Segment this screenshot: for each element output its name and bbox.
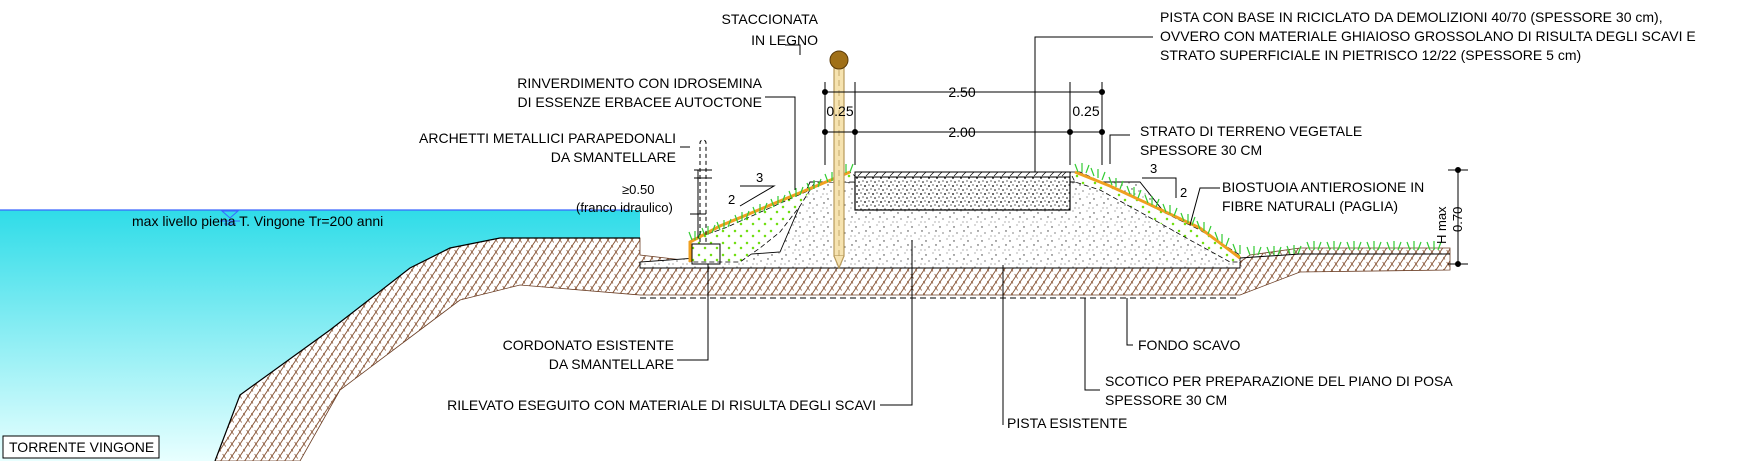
pista-base-layer — [854, 175, 1071, 211]
riverbank-edge — [214, 237, 640, 461]
label-franco-text: (franco idraulico) — [576, 200, 673, 215]
grass-right — [1074, 163, 1241, 254]
water-level-symbol — [220, 210, 240, 225]
slope-right-rise: 2 — [1180, 185, 1187, 200]
dim-edge-left: 0.25 — [826, 103, 853, 119]
label-max-livello: max livello piena T. Vingone Tr=200 anni — [132, 213, 383, 229]
dim-width-pista: 2.00 — [948, 124, 975, 140]
cordonato-box — [691, 243, 721, 265]
archetti-metallici — [694, 139, 712, 242]
slope-right-run: 3 — [1150, 161, 1157, 176]
label-archetti-2: DA SMANTELLARE — [551, 149, 676, 165]
torrente-box — [2, 435, 160, 459]
water-body — [0, 210, 640, 461]
label-pista-base-1: PISTA CON BASE IN RICICLATO DA DEMOLIZIO… — [1160, 9, 1663, 25]
slope-left-run: 3 — [756, 170, 763, 185]
label-cordonato-1: CORDONATO ESISTENTE — [503, 337, 674, 353]
pista-surface-layer — [854, 171, 1071, 178]
label-pista-esistente: PISTA ESISTENTE — [1007, 415, 1127, 431]
label-pista-base-2: OVVERO CON MATERIALE GHIAIOSO GROSSOLANO… — [1160, 28, 1696, 44]
label-archetti-1: ARCHETTI METALLICI PARAPEDONALI — [419, 130, 676, 146]
label-terreno-vegetale-1: STRATO DI TERRENO VEGETALE — [1140, 123, 1362, 139]
label-franco-value: ≥0.50 — [622, 182, 654, 197]
label-biostuoia-1: BIOSTUOIA ANTIEROSIONE IN — [1222, 179, 1424, 195]
label-rinverdimento-1: RINVERDIMENTO CON IDROSEMINA — [517, 75, 762, 91]
left-biostuoia — [688, 170, 851, 262]
dim-height-value: 0.70 — [1450, 207, 1465, 232]
label-scotico-1: SCOTICO PER PREPARAZIONE DEL PIANO DI PO… — [1105, 373, 1453, 389]
slope-symbols — [739, 177, 1177, 207]
grass-ground-right — [1246, 241, 1442, 256]
label-terreno-vegetale-2: SPESSORE 30 CM — [1140, 142, 1262, 158]
label-pista-base-3: STRATO SUPERFICIALE IN PIETRISCO 12/22 (… — [1160, 47, 1581, 63]
label-staccionata-2: IN LEGNO — [751, 32, 818, 48]
label-biostuoia-2: FIBRE NATURALI (PAGLIA) — [1222, 198, 1398, 214]
pista-surface-hatch — [857, 171, 1067, 177]
embankment-fill — [639, 181, 1241, 269]
dimension-lines — [690, 82, 1468, 267]
leader-lines — [677, 36, 1220, 425]
label-staccionata-1: STACCIONATA — [722, 11, 819, 27]
dim-edge-right: 0.25 — [1072, 103, 1099, 119]
fence-post — [829, 50, 849, 270]
ground-line-right — [1239, 253, 1450, 259]
label-rinverdimento-2: DI ESSENZE ERBACEE AUTOCTONE — [517, 94, 762, 110]
label-rilevato: RILEVATO ESEGUITO CON MATERIALE DI RISUL… — [447, 397, 876, 413]
dim-width-total: 2.50 — [948, 84, 975, 100]
label-torrente: TORRENTE VINGONE — [9, 439, 154, 455]
right-slope-topsoil — [1069, 171, 1241, 263]
dim-height-label: H max — [1434, 206, 1449, 244]
slope-left-rise: 2 — [728, 192, 735, 207]
label-cordonato-2: DA SMANTELLARE — [549, 356, 674, 372]
label-scotico-2: SPESSORE 30 CM — [1105, 392, 1227, 408]
right-biostuoia — [1074, 170, 1241, 260]
label-fondo-scavo: FONDO SCAVO — [1138, 337, 1241, 353]
